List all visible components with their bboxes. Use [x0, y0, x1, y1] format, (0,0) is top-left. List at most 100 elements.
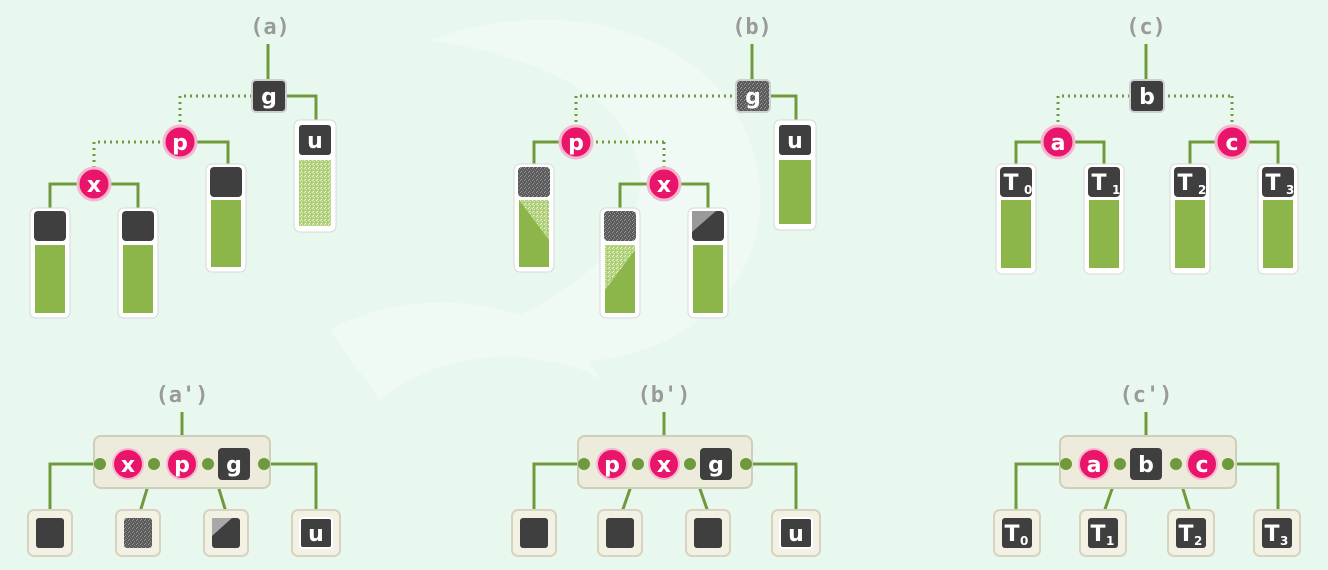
node-u-b: u: [787, 129, 803, 154]
svg-text:p: p: [174, 453, 190, 478]
leaf-c-prime-t3: T 3: [1253, 509, 1301, 557]
label-t1-c-sub: 1: [1112, 183, 1120, 197]
node-p-b-label: p: [568, 131, 584, 156]
svg-text:1: 1: [1106, 534, 1114, 548]
leaf-c-prime-t0: T 0: [993, 509, 1041, 557]
node-b-c-label: b: [1139, 85, 1155, 110]
leaf-b-prime-u: u: [771, 509, 821, 557]
node-u-a: u: [307, 129, 323, 154]
label-t0-c-sub: 0: [1024, 183, 1032, 197]
subtree-t2-c: T 2: [1169, 163, 1211, 275]
svg-text:2: 2: [1194, 534, 1202, 548]
caption-a-prime: (a'): [156, 383, 209, 408]
svg-text:a: a: [1087, 453, 1102, 478]
svg-text:3: 3: [1280, 534, 1288, 548]
label-t1-c: T: [1091, 171, 1106, 196]
subtree-b1: [513, 163, 555, 273]
node-x-b-prime: x: [648, 448, 680, 480]
panel-b: (b): [513, 15, 817, 319]
label-t3-c-sub: 3: [1286, 183, 1294, 197]
edges-b: [532, 44, 798, 212]
edges-a: [48, 44, 318, 212]
svg-text:g: g: [226, 453, 242, 478]
label-t2-c-sub: 2: [1198, 183, 1206, 197]
panel-c: (c) T 0 T 1: [995, 15, 1299, 275]
node-g-b-prime: g: [700, 448, 732, 480]
node-x-b-label: x: [657, 173, 671, 198]
node-b-c: b: [1129, 79, 1165, 113]
caption-b-prime: (b'): [638, 383, 691, 408]
leaf-a-prime-u: u: [291, 509, 341, 557]
background-decoration: [330, 19, 760, 400]
subtree-b2: [599, 207, 641, 319]
node-x-b: x: [646, 166, 682, 202]
subtree-a2: [117, 207, 159, 319]
panel-b-prime: (b') p x g: [511, 383, 821, 557]
leaf-a-prime-1: [27, 509, 73, 557]
label-t0-c: T: [1003, 171, 1018, 196]
svg-text:T: T: [1178, 522, 1193, 547]
connector-dots-c-prime: [1060, 458, 1234, 470]
svg-text:T: T: [1004, 522, 1019, 547]
subtree-t0-c: T 0: [995, 163, 1037, 275]
leaf-b-prime-1: [511, 509, 557, 557]
node-c-c-prime: c: [1186, 448, 1218, 480]
leaf-b-prime-2: [597, 509, 643, 557]
svg-text:b: b: [1138, 453, 1154, 478]
caption-b: (b): [732, 15, 772, 40]
connector-dots-b-prime: [578, 458, 752, 470]
subtree-t3-c: T 3: [1257, 163, 1299, 275]
node-p-b: p: [558, 124, 594, 160]
node-a-c-prime: a: [1078, 448, 1110, 480]
node-g-b: g: [735, 79, 771, 113]
subtree-u-b: u: [773, 119, 817, 231]
leaf-a-prime-2: [115, 509, 161, 557]
node-g-a: g: [251, 79, 287, 113]
svg-text:x: x: [121, 453, 135, 478]
panel-a: (a): [29, 15, 337, 319]
svg-text:u: u: [788, 522, 804, 547]
node-p-b-prime: p: [596, 448, 628, 480]
svg-text:p: p: [604, 453, 620, 478]
node-b-c-prime: b: [1130, 448, 1162, 480]
node-p-a: p: [162, 124, 198, 160]
leaf-c-prime-t2: T 2: [1167, 509, 1215, 557]
node-a-c: a: [1040, 124, 1076, 160]
node-c-c-label: c: [1225, 131, 1238, 156]
svg-text:T: T: [1090, 522, 1105, 547]
svg-text:x: x: [657, 453, 671, 478]
label-t2-c: T: [1177, 171, 1192, 196]
edges-c: [1014, 44, 1280, 170]
node-c-c: c: [1214, 124, 1250, 160]
node-g-a-prime: g: [218, 448, 250, 480]
svg-text:u: u: [308, 522, 324, 547]
panel-a-prime: (a') x p g: [27, 383, 341, 557]
subtree-a3: [205, 163, 247, 273]
panel-c-prime: (c') a b c T: [993, 383, 1301, 557]
node-p-a-prime: p: [166, 448, 198, 480]
label-t3-c: T: [1265, 171, 1280, 196]
subtree-t1-c: T 1: [1083, 163, 1125, 275]
caption-a: (a): [250, 15, 290, 40]
caption-c: (c): [1126, 15, 1166, 40]
leaf-c-prime-t1: T 1: [1079, 509, 1127, 557]
node-a-c-label: a: [1051, 131, 1066, 156]
caption-c-prime: (c'): [1120, 383, 1173, 408]
node-p-a-label: p: [172, 131, 188, 156]
subtree-a1: [29, 207, 71, 319]
subtree-u-a: u: [293, 119, 337, 233]
svg-text:g: g: [708, 453, 724, 478]
node-x-a-label: x: [87, 173, 101, 198]
node-x-a: x: [76, 166, 112, 202]
svg-text:c: c: [1195, 453, 1208, 478]
subtree-b3: [687, 207, 729, 319]
node-x-a-prime: x: [112, 448, 144, 480]
svg-text:0: 0: [1020, 534, 1028, 548]
leaf-b-prime-3: [685, 509, 731, 557]
leaf-a-prime-3: [203, 509, 249, 557]
svg-text:T: T: [1264, 522, 1279, 547]
connector-dots-a-prime: [94, 458, 270, 470]
node-g-a-label: g: [261, 85, 277, 110]
